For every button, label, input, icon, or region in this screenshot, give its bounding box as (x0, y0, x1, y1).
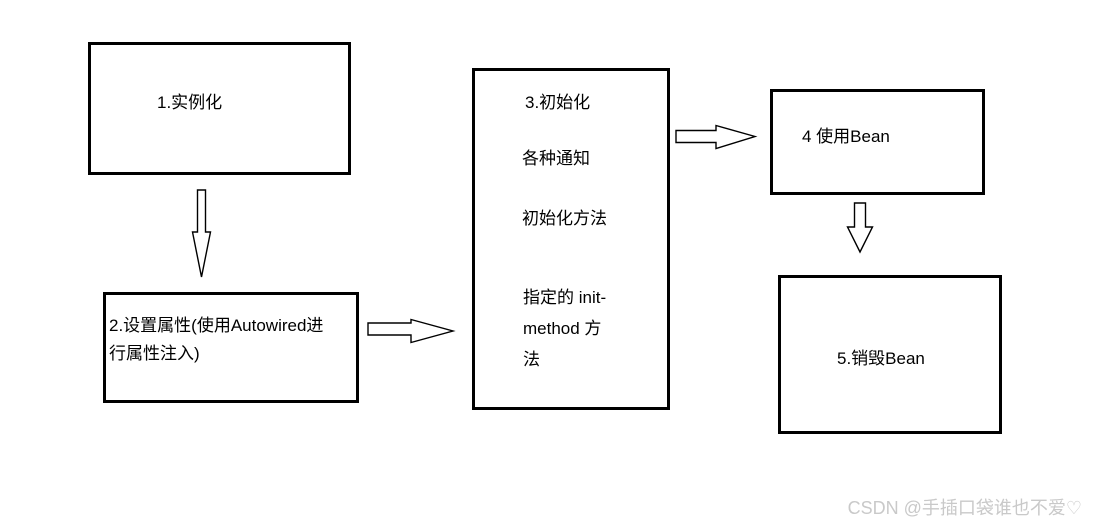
box-3-note-init-methods: 初始化方法 (522, 209, 607, 228)
box-3-note-init-method-line-2: method 方 (523, 319, 602, 338)
flow-box-4-use-bean: 4 使用Bean (770, 89, 985, 195)
box-3-note-notifications: 各种通知 (522, 149, 590, 168)
box-3-title: 3.初始化 (525, 93, 591, 112)
box-2-label-line-1: 2.设置属性(使用Autowired进 (109, 316, 324, 335)
box-3-note-init-method-line-3: 法 (523, 350, 540, 369)
box-4-label: 4 使用Bean (802, 127, 890, 146)
arrow-down-4-to-5-icon (846, 202, 874, 254)
box-5-label: 5.销毁Bean (837, 349, 925, 368)
arrow-right-3-to-4-icon (675, 124, 758, 150)
flow-box-5-destroy-bean: 5.销毁Bean (778, 275, 1002, 434)
box-3-note-init-method-line-1: 指定的 init- (523, 288, 607, 307)
box-2-label: 2.设置属性(使用Autowired进 行属性注入) (109, 312, 323, 368)
box-2-label-line-2: 行属性注入) (109, 344, 200, 363)
csdn-watermark: CSDN @手插口袋谁也不爱♡ (847, 498, 1082, 518)
flow-box-2-set-properties: 2.设置属性(使用Autowired进 行属性注入) (103, 292, 359, 403)
arrow-right-2-to-3-icon (367, 318, 456, 344)
box-1-label: 1.实例化 (157, 93, 223, 112)
flow-box-1-instantiate: 1.实例化 (88, 42, 351, 175)
arrow-down-1-to-2-icon (191, 189, 212, 278)
box-3-note-init-method: 指定的 init- method 方 法 (523, 282, 606, 375)
flow-box-3-initialize: 3.初始化 各种通知 初始化方法 指定的 init- method 方 法 (472, 68, 670, 410)
